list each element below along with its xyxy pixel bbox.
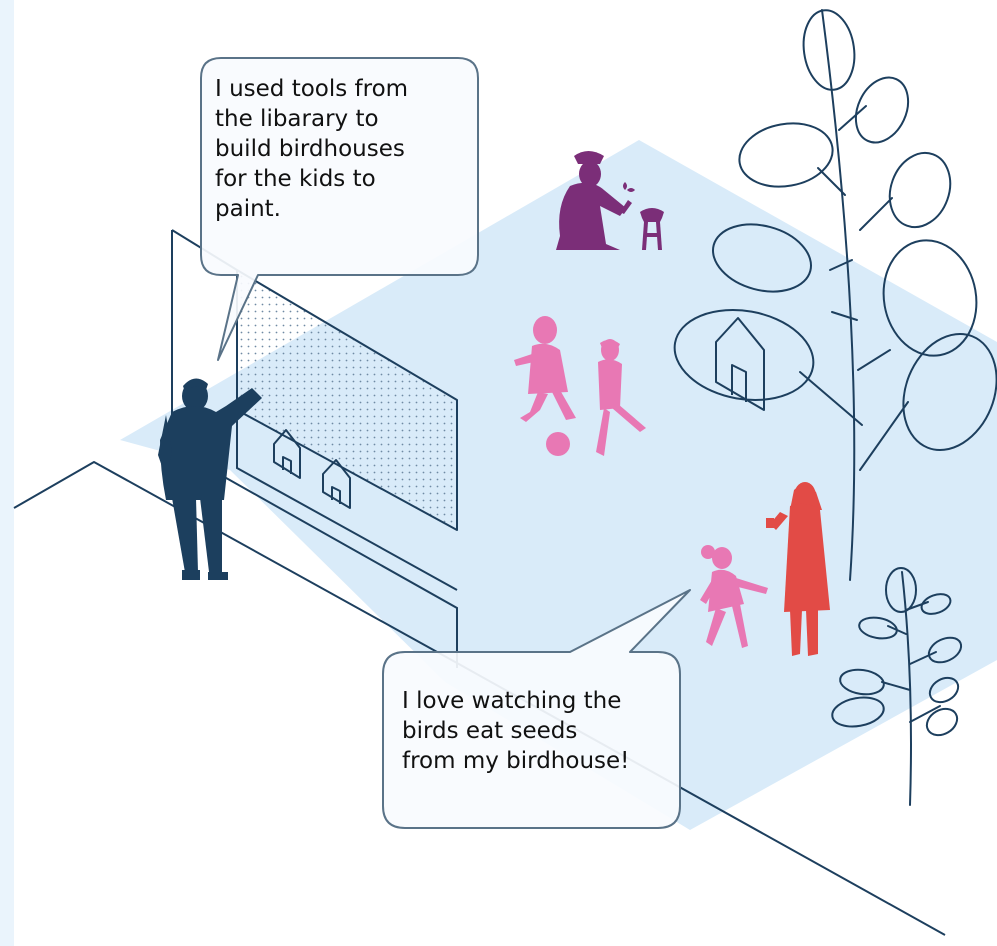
leaf-icon [927,636,963,664]
speech-bubble-visitor [382,589,691,829]
ball [546,432,570,456]
plant-icon [673,9,997,581]
speech-bubble-builder [200,57,479,361]
leaf-icon [882,239,978,357]
woman-figure [766,482,830,656]
left-background-strip [0,0,14,946]
leaf-icon [831,696,885,728]
leaf-icon [711,223,813,293]
pegboard-dots [237,270,457,530]
plant-icon [831,567,963,806]
plant-stem [821,9,856,581]
counter-top-line [236,410,458,591]
builder-quote: I used tools from the libarary to build … [215,76,409,222]
roof-edge-line [13,461,946,936]
kid-playing-figure [596,339,646,456]
ground-plane [120,140,997,830]
birdhouse-icon [273,429,301,479]
leaf-icon [925,707,959,737]
gardener-figure [556,151,664,250]
leaf-icon [928,676,960,704]
leaf-icon [902,332,997,452]
leaf-icon [854,76,910,144]
leaf-icon [802,9,856,91]
leaf-icon [888,151,952,229]
leaf-icon [738,122,834,188]
plant-stem [901,571,912,806]
birdhouse-icon [322,459,351,509]
child-figure [700,545,768,648]
leaf-icon [885,567,917,613]
counter-bottom-line [211,469,458,668]
visitor-quote: I love watching the birds eat seeds from… [402,688,630,774]
pegboard-wall [211,269,458,668]
leaf-icon [839,668,885,696]
leaf-icon [920,593,952,615]
leaf-icon [858,616,898,640]
birdhouse-icon [715,317,765,411]
kid-playing-figure [514,316,576,422]
man-figure [158,378,262,580]
leaf-icon [673,308,815,402]
pegboard-frame [236,269,458,531]
